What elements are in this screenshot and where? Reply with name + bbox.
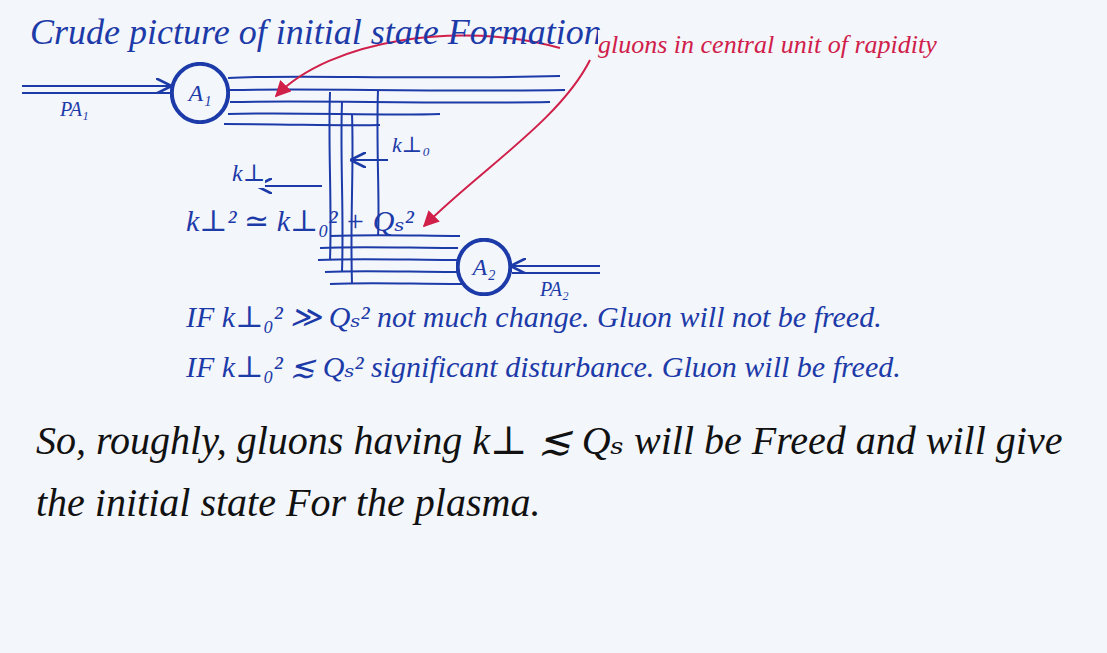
nucleus-label: A₁ bbox=[170, 80, 230, 107]
momentum-label: k⊥ bbox=[232, 160, 265, 188]
conclusion-text: So, roughly, gluons having k⊥ ≲ Qₛ will … bbox=[36, 410, 1086, 534]
callout-note: gluons in central unit of rapidity bbox=[598, 30, 937, 60]
condition-line: IF k⊥₀² ≫ Qₛ² not much change. Gluon wil… bbox=[186, 300, 882, 335]
title: Crude picture of initial state Formation bbox=[30, 12, 602, 53]
momentum-label: PA₁ bbox=[60, 98, 89, 121]
nucleus-circle: A₂ bbox=[456, 238, 512, 296]
momentum-label: PA₂ bbox=[540, 278, 569, 301]
nucleus-label: A₂ bbox=[456, 254, 512, 281]
momentum-label: k⊥₀ bbox=[392, 132, 430, 157]
condition-line: IF k⊥₀² ≲ Qₛ² significant disturbance. G… bbox=[186, 350, 901, 385]
equation: k⊥² ≃ k⊥₀² + Qₛ² bbox=[186, 204, 414, 239]
nucleus-circle: A₁ bbox=[170, 62, 230, 124]
